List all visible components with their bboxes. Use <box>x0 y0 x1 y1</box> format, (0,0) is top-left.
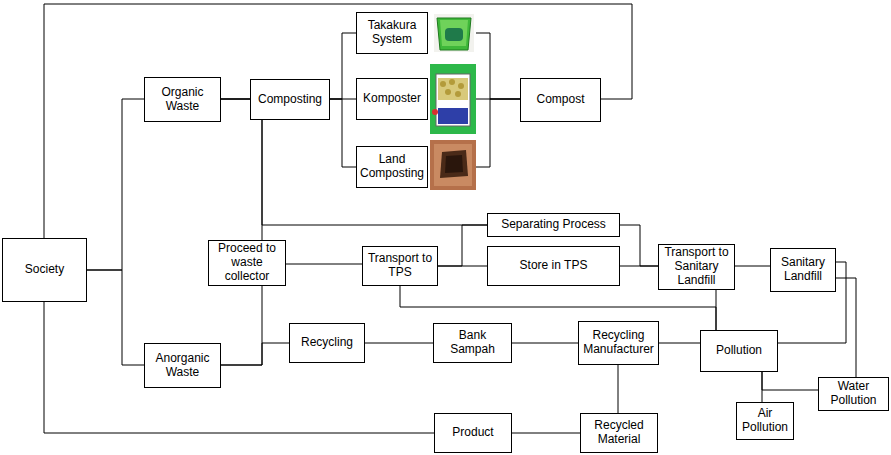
box-label: Pollution <box>700 330 778 372</box>
process-box: Separating Process <box>487 213 620 237</box>
box-label: Organic Waste <box>144 77 221 122</box>
photo-illustration <box>430 62 476 136</box>
method-node: Komposter <box>356 62 476 136</box>
box-label: Society <box>2 238 87 302</box>
box-label: Sanitary Landfill <box>770 248 836 292</box>
process-box: Recycling <box>289 323 365 363</box>
node-text: Society <box>25 263 64 277</box>
connector-line <box>620 266 658 267</box>
connector-line <box>221 343 289 365</box>
node-text: Bank Sampah <box>438 329 507 357</box>
node-text: Compost <box>536 93 584 107</box>
node-text: Anorganic Waste <box>149 352 216 380</box>
process-box: Society <box>2 238 87 302</box>
node-text: Separating Process <box>501 218 606 232</box>
photo-illustration <box>430 140 476 192</box>
box-label: Land Composting <box>356 146 428 188</box>
connector-line <box>476 99 520 167</box>
node-text: Store in TPS <box>520 259 588 273</box>
process-box: Pollution <box>700 330 778 372</box>
process-box: Product <box>434 413 512 453</box>
connector-line <box>659 343 700 344</box>
node-text: Recycled Material <box>585 419 653 447</box>
box-label: Store in TPS <box>487 246 620 286</box>
connector-line <box>620 225 658 266</box>
connector-line <box>286 264 362 265</box>
connector-line <box>618 365 619 413</box>
process-box: Composting <box>250 79 330 120</box>
box-label: Komposter <box>356 78 428 120</box>
box-label: Transport to Sanitary Landfill <box>658 244 735 290</box>
connector-line <box>735 266 770 267</box>
connector-line <box>44 4 632 238</box>
connector-line <box>221 286 262 365</box>
node-text: Recycling Manufacturer <box>583 329 654 357</box>
box-label: Takakura System <box>356 12 428 54</box>
node-text: Organic Waste <box>149 86 216 114</box>
process-box: Sanitary Landfill <box>770 248 836 292</box>
connector-line <box>87 270 144 365</box>
node-text: Komposter <box>363 92 421 106</box>
box-label: Anorganic Waste <box>144 343 221 388</box>
process-box: Compost <box>520 78 601 122</box>
connector-line <box>512 433 580 434</box>
process-box: Recycling Manufacturer <box>578 321 659 365</box>
node-text: Proceed to waste collector <box>213 242 281 283</box>
node-text: Composting <box>258 93 322 107</box>
connector-line <box>512 343 578 344</box>
node-text: Takakura System <box>361 19 423 47</box>
connector-line <box>716 290 717 330</box>
node-text: Water Pollution <box>823 380 884 408</box>
box-label: Compost <box>520 78 601 122</box>
node-text: Product <box>452 426 493 440</box>
box-label: Transport to TPS <box>362 246 438 286</box>
box-label: Product <box>434 413 512 453</box>
node-text: Recycling <box>301 336 353 350</box>
box-label: Separating Process <box>487 213 620 237</box>
connector-line <box>438 266 487 267</box>
process-box: Bank Sampah <box>433 323 512 363</box>
connector-line <box>836 278 856 377</box>
process-box: Store in TPS <box>487 246 620 286</box>
connector-line <box>438 225 487 266</box>
process-box: Organic Waste <box>144 77 221 122</box>
box-label: Recycling <box>289 323 365 363</box>
connector-line <box>476 33 520 99</box>
connector-line <box>330 33 356 99</box>
connector-line <box>221 99 262 240</box>
process-box: Water Pollution <box>818 377 889 411</box>
node-text: Sanitary Landfill <box>775 256 831 284</box>
process-box: Transport to Sanitary Landfill <box>658 244 735 290</box>
connector-line <box>330 99 356 167</box>
box-label: Recycling Manufacturer <box>578 321 659 365</box>
process-box: Anorganic Waste <box>144 343 221 388</box>
node-text: Pollution <box>716 344 762 358</box>
box-label: Composting <box>250 79 330 120</box>
node-text: Transport to Sanitary Landfill <box>663 246 730 287</box>
connector-line <box>44 302 434 433</box>
node-text: Transport to TPS <box>367 252 433 280</box>
connector-line <box>87 99 144 270</box>
process-box: Transport to TPS <box>362 246 438 286</box>
box-label: Recycled Material <box>580 413 658 453</box>
node-text: Air Pollution <box>741 407 789 435</box>
box-label: Bank Sampah <box>433 323 512 363</box>
process-box: Proceed to waste collector <box>208 240 286 286</box>
box-label: Proceed to waste collector <box>208 240 286 286</box>
box-label: Air Pollution <box>736 402 794 440</box>
method-node: Takakura System <box>356 10 476 56</box>
box-label: Water Pollution <box>818 377 889 411</box>
connector-line <box>762 372 763 402</box>
method-node: Land Composting <box>356 140 476 192</box>
connector-line <box>365 343 433 344</box>
process-box: Air Pollution <box>736 402 794 440</box>
photo-illustration <box>430 10 476 56</box>
process-box: Recycled Material <box>580 413 658 453</box>
node-text: Land Composting <box>360 153 424 181</box>
connector-line <box>762 372 818 390</box>
